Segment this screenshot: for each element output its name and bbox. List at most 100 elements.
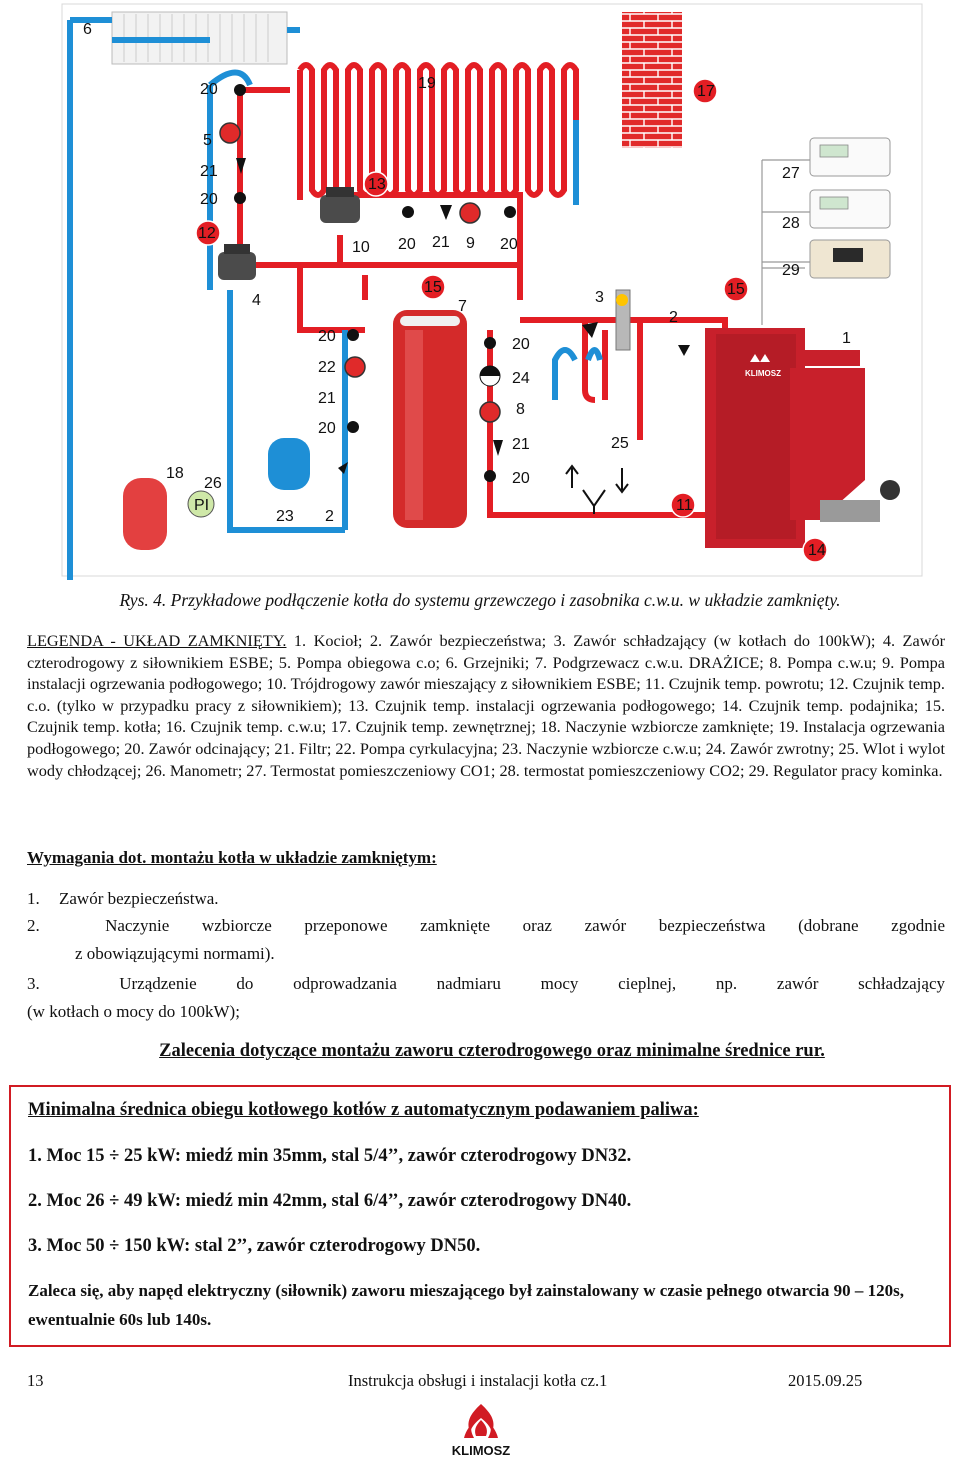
diameter-line-1: 1. Moc 15 ÷ 25 kW: miedź min 35mm, stal …: [28, 1146, 632, 1166]
svg-text:10: 10: [352, 239, 370, 256]
chimney: [622, 12, 682, 148]
svg-text:1: 1: [842, 330, 851, 347]
figure-caption: Rys. 4. Przykładowe podłączenie kotła do…: [119, 590, 841, 610]
box-heading: Minimalna średnica obiegu kotłowego kotł…: [28, 1100, 699, 1120]
legend-item: 8. Pompa c.w.u;: [769, 652, 877, 672]
legend-item: 6. Grzejniki;: [445, 652, 530, 672]
svg-text:20: 20: [512, 336, 530, 353]
svg-text:23: 23: [276, 508, 294, 525]
requirement-2: 2. Naczynie wzbiorcze przeponowe zamknię…: [27, 916, 945, 935]
svg-text:6: 6: [83, 21, 92, 38]
fireplace-regulator: [809, 239, 891, 279]
legend-item: 9. Pompa instalacji ogrzewania podłogowe…: [27, 652, 946, 694]
legend-item: 5. Pompa obiegowa c.o;: [278, 652, 441, 672]
svg-text:20: 20: [512, 470, 530, 487]
recommendations-heading: Zalecenia dotyczące montażu zaworu czter…: [159, 1041, 825, 1061]
svg-text:12: 12: [198, 225, 216, 242]
four-way-valve-icon: [218, 244, 256, 280]
svg-text:11: 11: [676, 497, 693, 514]
requirement-3: 3. Urządzenie do odprowadzania nadmiaru …: [27, 974, 946, 993]
legend-item: 12. Czujnik temp. c.o. (tylko w przypadk…: [27, 674, 945, 715]
check-valve-icon: [479, 365, 501, 387]
svg-text:17: 17: [697, 83, 715, 100]
svg-text:PI: PI: [194, 497, 209, 514]
svg-text:24: 24: [512, 370, 530, 387]
svg-text:20: 20: [200, 191, 218, 208]
boiler: [705, 328, 900, 548]
diagram-labels: 6 20 19 17 5 21 20 12 13 10 20 21 9 20 2…: [83, 21, 851, 559]
legend-item: 11. Czujnik temp. powrotu;: [644, 674, 825, 694]
diameter-line-3: 3. Moc 50 ÷ 150 kW: stal 2’’, zawór czte…: [28, 1236, 481, 1256]
legend-item: 3. Zawór schładzający (w kotłach do 100k…: [553, 631, 876, 650]
legend-item: 4. Zawór czterodrogowy z siłownikiem ESB…: [27, 631, 946, 672]
svg-text:28: 28: [782, 215, 800, 232]
svg-text:14: 14: [808, 542, 826, 559]
legend-item: 22. Pompa cyrkulacyjna;: [335, 738, 498, 758]
requirement-1: 1.Zawór bezpieczeństwa.: [27, 889, 219, 908]
legend: LEGENDA - UKŁAD ZAMKNIĘTY. 1. Kocioł; 2.…: [27, 630, 945, 781]
svg-text:15: 15: [424, 279, 442, 296]
svg-text:21: 21: [200, 163, 218, 180]
actuator-note: Zaleca się, aby napęd elektryczny (siłow…: [28, 1281, 905, 1329]
boiler-brand-mark: KLIMOSZ: [745, 354, 781, 378]
svg-text:22: 22: [318, 359, 336, 376]
svg-text:2: 2: [325, 508, 334, 525]
svg-text:7: 7: [458, 298, 467, 315]
filter-icon: [236, 158, 598, 456]
diagram-frame: [61, 3, 923, 577]
page-number: 13: [27, 1371, 44, 1390]
svg-text:3: 3: [595, 289, 604, 306]
legend-item: 29. Regulator pracy kominka.: [748, 760, 943, 780]
document-title: Instrukcja obsługi i instalacji kotła cz…: [348, 1371, 608, 1390]
shutoff-valve-icon: [234, 84, 516, 482]
legend-item: 26. Manometr;: [145, 760, 243, 780]
svg-text:20: 20: [318, 420, 336, 437]
svg-text:15: 15: [727, 281, 745, 298]
legend-item: 1. Kocioł;: [293, 631, 363, 650]
legend-item: 10. Trójdrogowy zawór mieszający z siłow…: [266, 674, 641, 694]
legend-item: 23. Naczynie wzbiorcze c.w.u;: [501, 738, 702, 758]
requirements-heading: Wymagania dot. montażu kotła w układzie …: [27, 848, 437, 867]
sensor-icon: [195, 78, 828, 563]
legend-item: 16. Czujnik temp. c.w.u;: [165, 717, 327, 737]
svg-text:19: 19: [418, 75, 436, 92]
svg-text:21: 21: [512, 436, 530, 453]
legend-item: 7. Podgrzewacz c.w.u. DRAŻICE;: [534, 652, 764, 672]
klimosz-logo: KLIMOSZ: [452, 1404, 511, 1458]
legend-item: 19. Instalacja ogrzewania podłogowego;: [27, 717, 945, 758]
svg-text:2: 2: [669, 309, 678, 326]
svg-text:20: 20: [500, 236, 518, 253]
legend-item: 13. Czujnik temp. instalacji ogrzewania …: [348, 695, 716, 715]
requirement-3-continued: (w kotłach o mocy do 100kW);: [27, 1002, 240, 1021]
legend-item: 25. Wlot i wylot wody chłodzącej;: [27, 738, 945, 780]
return-pipes: [67, 17, 603, 580]
manometer-icon: [187, 490, 215, 518]
legend-heading: LEGENDA - UKŁAD ZAMKNIĘTY.: [27, 631, 287, 650]
expansion-vessel-dhw: [268, 438, 310, 490]
svg-text:9: 9: [466, 235, 475, 252]
pump-icon: [219, 122, 501, 423]
minimum-diameter-box: Minimalna średnica obiegu kotłowego kotł…: [9, 1085, 951, 1347]
svg-text:20: 20: [318, 328, 336, 345]
svg-text:KLIMOSZ: KLIMOSZ: [452, 1443, 511, 1458]
requirement-2-continued: z obowiązującymi normami).: [75, 944, 275, 963]
svg-text:27: 27: [782, 165, 800, 182]
legend-item: 17. Czujnik temp. zewnętrznej;: [330, 717, 536, 737]
svg-text:5: 5: [203, 132, 212, 149]
expansion-vessel-closed: [123, 478, 167, 550]
diameter-line-2: 2. Moc 26 ÷ 49 kW: miedź min 42mm, stal …: [28, 1191, 632, 1211]
safety-valve-icon: [338, 345, 690, 474]
svg-text:13: 13: [368, 176, 386, 193]
svg-text:18: 18: [166, 465, 184, 482]
svg-text:KLIMOSZ: KLIMOSZ: [745, 369, 781, 378]
legend-item: 2. Zawór bezpieczeństwa;: [369, 631, 547, 650]
svg-text:20: 20: [200, 81, 218, 98]
floor-heating-loops: [297, 62, 579, 205]
legend-item: 14. Czujnik temp. podajnika;: [721, 695, 919, 715]
legend-item: 18. Naczynie wzbiorcze zamknięte;: [540, 717, 774, 737]
thermostat-co2: [809, 189, 891, 229]
legend-item: 15. Czujnik temp. kotła;: [27, 695, 946, 737]
svg-text:21: 21: [432, 234, 450, 251]
svg-text:25: 25: [611, 435, 629, 452]
mixing-valve-icon: [320, 187, 360, 223]
